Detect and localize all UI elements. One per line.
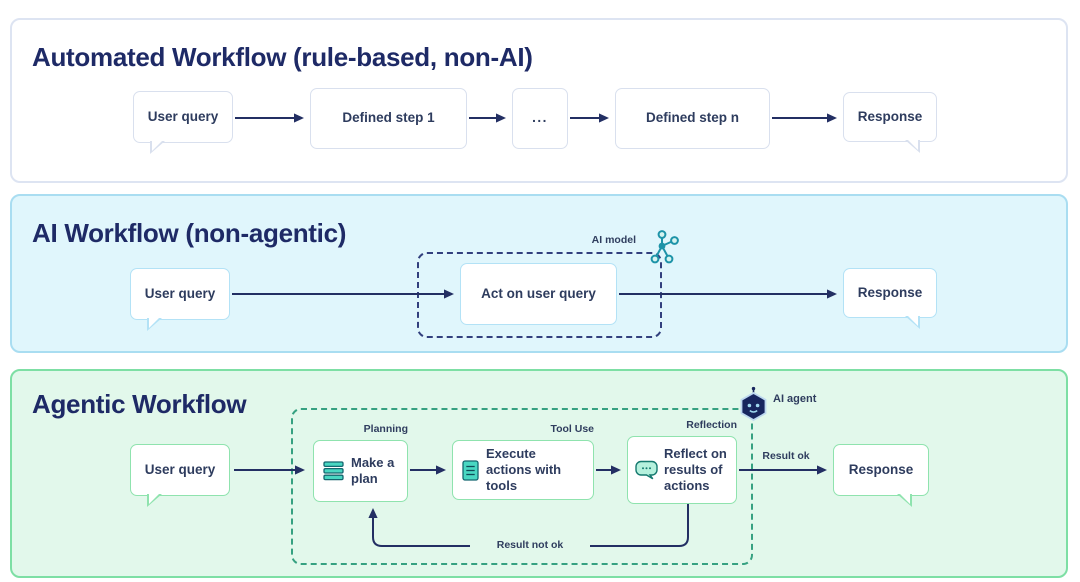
ai-model-icon (648, 229, 680, 265)
response-bubble: Response (843, 268, 937, 318)
result-ok-label: Result ok (762, 450, 810, 462)
defined-step-n-label: Defined step n (645, 110, 739, 126)
response-bubble: Response (833, 444, 929, 496)
agentic-workflow-title: Agentic Workflow (32, 389, 247, 419)
response-bubble: Response (843, 92, 937, 142)
defined-step-n-box: Defined step n (615, 88, 770, 149)
panel-ai-workflow: AI Workflow (non-agentic) User query Act… (10, 194, 1068, 353)
defined-step-1-box: Defined step 1 (310, 88, 467, 149)
execute-actions-box: Execute actions with tools (452, 440, 594, 500)
act-on-user-query-label: Act on user query (481, 285, 596, 301)
defined-step-1-label: Defined step 1 (342, 110, 435, 126)
act-on-user-query-box: Act on user query (460, 263, 617, 325)
tool-use-stage-label: Tool Use (550, 423, 594, 435)
user-query-label: User query (147, 108, 219, 124)
user-query-bubble: User query (130, 268, 230, 320)
make-a-plan-box: Make a plan (313, 440, 408, 502)
ai-model-boundary (417, 252, 662, 338)
ellipsis-label: ... (532, 110, 548, 126)
ai-model-label: AI model (591, 234, 636, 246)
user-query-label: User query (144, 461, 216, 477)
ellipsis-box: ... (512, 88, 568, 149)
reflection-stage-label: Reflection (686, 419, 737, 431)
ai-agent-icon (736, 386, 771, 426)
automated-workflow-title: Automated Workflow (rule-based, non-AI) (32, 42, 533, 72)
reflect-label: Reflect on results of actions (664, 445, 727, 494)
response-label: Response (857, 108, 923, 124)
chat-bubble-dots-icon (635, 460, 658, 480)
response-label: Response (848, 461, 914, 477)
response-label: Response (857, 284, 923, 300)
planning-stage-label: Planning (363, 423, 408, 435)
ai-workflow-title: AI Workflow (non-agentic) (32, 218, 347, 248)
stacked-layers-icon (323, 461, 344, 481)
reflect-box: Reflect on results of actions (627, 436, 737, 504)
panel-agentic-workflow: Agentic Workflow User query Planning Mak… (10, 369, 1068, 578)
ai-agent-boundary (291, 408, 753, 565)
make-a-plan-label: Make a plan (351, 454, 395, 486)
user-query-bubble: User query (133, 91, 233, 143)
document-checklist-icon (462, 459, 479, 481)
panel-automated-workflow: Automated Workflow (rule-based, non-AI) … (10, 18, 1068, 183)
ai-agent-label: AI agent (773, 393, 817, 405)
result-not-ok-label: Result not ok (470, 539, 590, 552)
user-query-bubble: User query (130, 444, 230, 496)
execute-actions-label: Execute actions with tools (486, 445, 562, 494)
user-query-label: User query (144, 285, 216, 301)
